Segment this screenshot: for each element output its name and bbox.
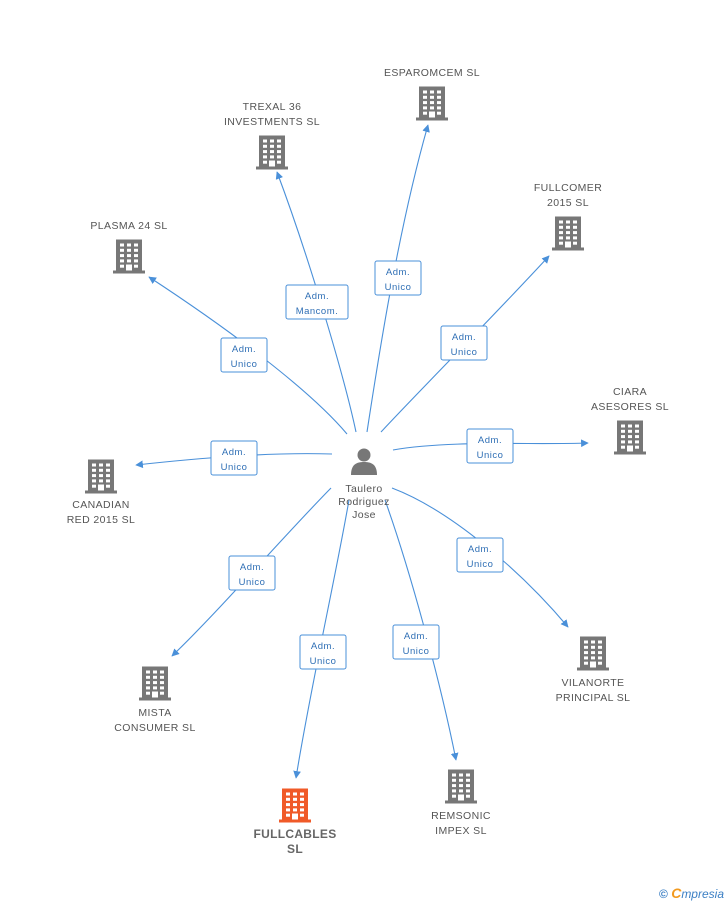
role-badge-fullcables: Adm. Unico <box>299 634 347 670</box>
company-node-remsonic[interactable]: REMSONIC IMPEX SL <box>431 769 491 838</box>
role-badge-fullcomer: Adm. Unico <box>440 325 488 361</box>
nodes-layer: ESPAROMCEM SL TREXAL 36 INVESTMENTS SL FULL… <box>67 67 669 856</box>
role-text: Adm. <box>386 267 410 278</box>
company-label: PRINCIPAL SL <box>556 692 631 704</box>
brand-footer[interactable]: © Cmpresia <box>659 885 724 901</box>
role-badge-ciara: Adm. Unico <box>466 428 514 464</box>
company-label: PLASMA 24 SL <box>90 220 167 232</box>
role-text: Unico <box>231 359 258 370</box>
company-label: CANADIAN <box>72 499 129 511</box>
copyright-symbol: © <box>659 887 668 901</box>
role-text: Unico <box>221 462 248 473</box>
company-label: INVESTMENTS SL <box>224 116 320 128</box>
role-text: Adm. <box>311 641 335 652</box>
company-node-canadian[interactable]: CANADIAN RED 2015 SL <box>67 459 136 527</box>
person-name: Taulero <box>345 483 382 495</box>
role-text: Mancom. <box>296 306 339 317</box>
brand-name: mpresia <box>681 887 724 901</box>
company-node-fullcomer[interactable]: FULLCOMER 2015 SL <box>534 182 602 251</box>
role-badge-plasma: Adm. Unico <box>220 337 268 373</box>
role-text: Adm. <box>478 435 502 446</box>
company-node-trexal[interactable]: TREXAL 36 INVESTMENTS SL <box>224 101 320 170</box>
building-icon <box>139 666 171 701</box>
building-icon <box>256 135 288 170</box>
role-text: Adm. <box>305 291 329 302</box>
building-icon <box>113 239 145 274</box>
company-label: IMPEX SL <box>435 825 487 837</box>
company-label: RED 2015 SL <box>67 514 136 526</box>
role-text: Adm. <box>232 344 256 355</box>
role-text: Unico <box>477 450 504 461</box>
role-badge-remsonic: Adm. Unico <box>392 624 440 660</box>
company-label: 2015 SL <box>547 197 589 209</box>
role-text: Adm. <box>468 544 492 555</box>
person-name: Jose <box>352 509 376 521</box>
building-icon <box>445 769 477 804</box>
role-text: Adm. <box>404 631 428 642</box>
company-label: FULLCOMER <box>534 182 602 194</box>
company-node-mista[interactable]: MISTA CONSUMER SL <box>114 666 195 735</box>
role-badge-canadian: Adm. Unico <box>210 440 258 476</box>
building-icon <box>577 636 609 671</box>
building-icon <box>614 420 646 455</box>
role-text: Unico <box>239 577 266 588</box>
role-badge-esparomcem: Adm. Unico <box>374 260 422 296</box>
building-icon <box>85 459 117 494</box>
company-node-plasma[interactable]: PLASMA 24 SL <box>90 220 167 274</box>
person-name: Rodriguez <box>338 496 389 508</box>
company-label: VILANORTE <box>562 677 625 689</box>
person-icon <box>351 448 377 475</box>
role-text: Unico <box>403 646 430 657</box>
company-node-vilanorte[interactable]: VILANORTE PRINCIPAL SL <box>556 636 631 705</box>
role-text: Unico <box>385 282 412 293</box>
role-badge-mista: Adm. Unico <box>228 555 276 591</box>
building-icon <box>279 788 311 823</box>
company-label: REMSONIC <box>431 810 491 822</box>
roles-layer: Adm.UnicoAdm.Mancom.Adm.UnicoAdm.UnicoAd… <box>210 260 514 670</box>
role-text: Adm. <box>240 562 264 573</box>
brand-initial: C <box>671 885 682 901</box>
role-text: Adm. <box>452 332 476 343</box>
building-icon <box>552 216 584 251</box>
company-label: CONSUMER SL <box>114 722 195 734</box>
company-label: FULLCABLES <box>254 827 337 841</box>
company-label: SL <box>287 842 303 856</box>
role-text: Adm. <box>222 447 246 458</box>
company-label: ESPAROMCEM SL <box>384 67 480 79</box>
role-badge-vilanorte: Adm. Unico <box>456 537 504 573</box>
role-badge-trexal: Adm. Mancom. <box>285 284 349 320</box>
company-label: TREXAL 36 <box>243 101 302 113</box>
role-text: Unico <box>310 656 337 667</box>
role-text: Unico <box>467 559 494 570</box>
company-label: ASESORES SL <box>591 401 669 413</box>
company-label: CIARA <box>613 386 647 398</box>
company-node-esparomcem[interactable]: ESPAROMCEM SL <box>384 67 480 121</box>
company-label: MISTA <box>138 707 171 719</box>
company-node-ciara[interactable]: CIARA ASESORES SL <box>591 386 669 455</box>
building-icon <box>416 86 448 121</box>
role-text: Unico <box>451 347 478 358</box>
